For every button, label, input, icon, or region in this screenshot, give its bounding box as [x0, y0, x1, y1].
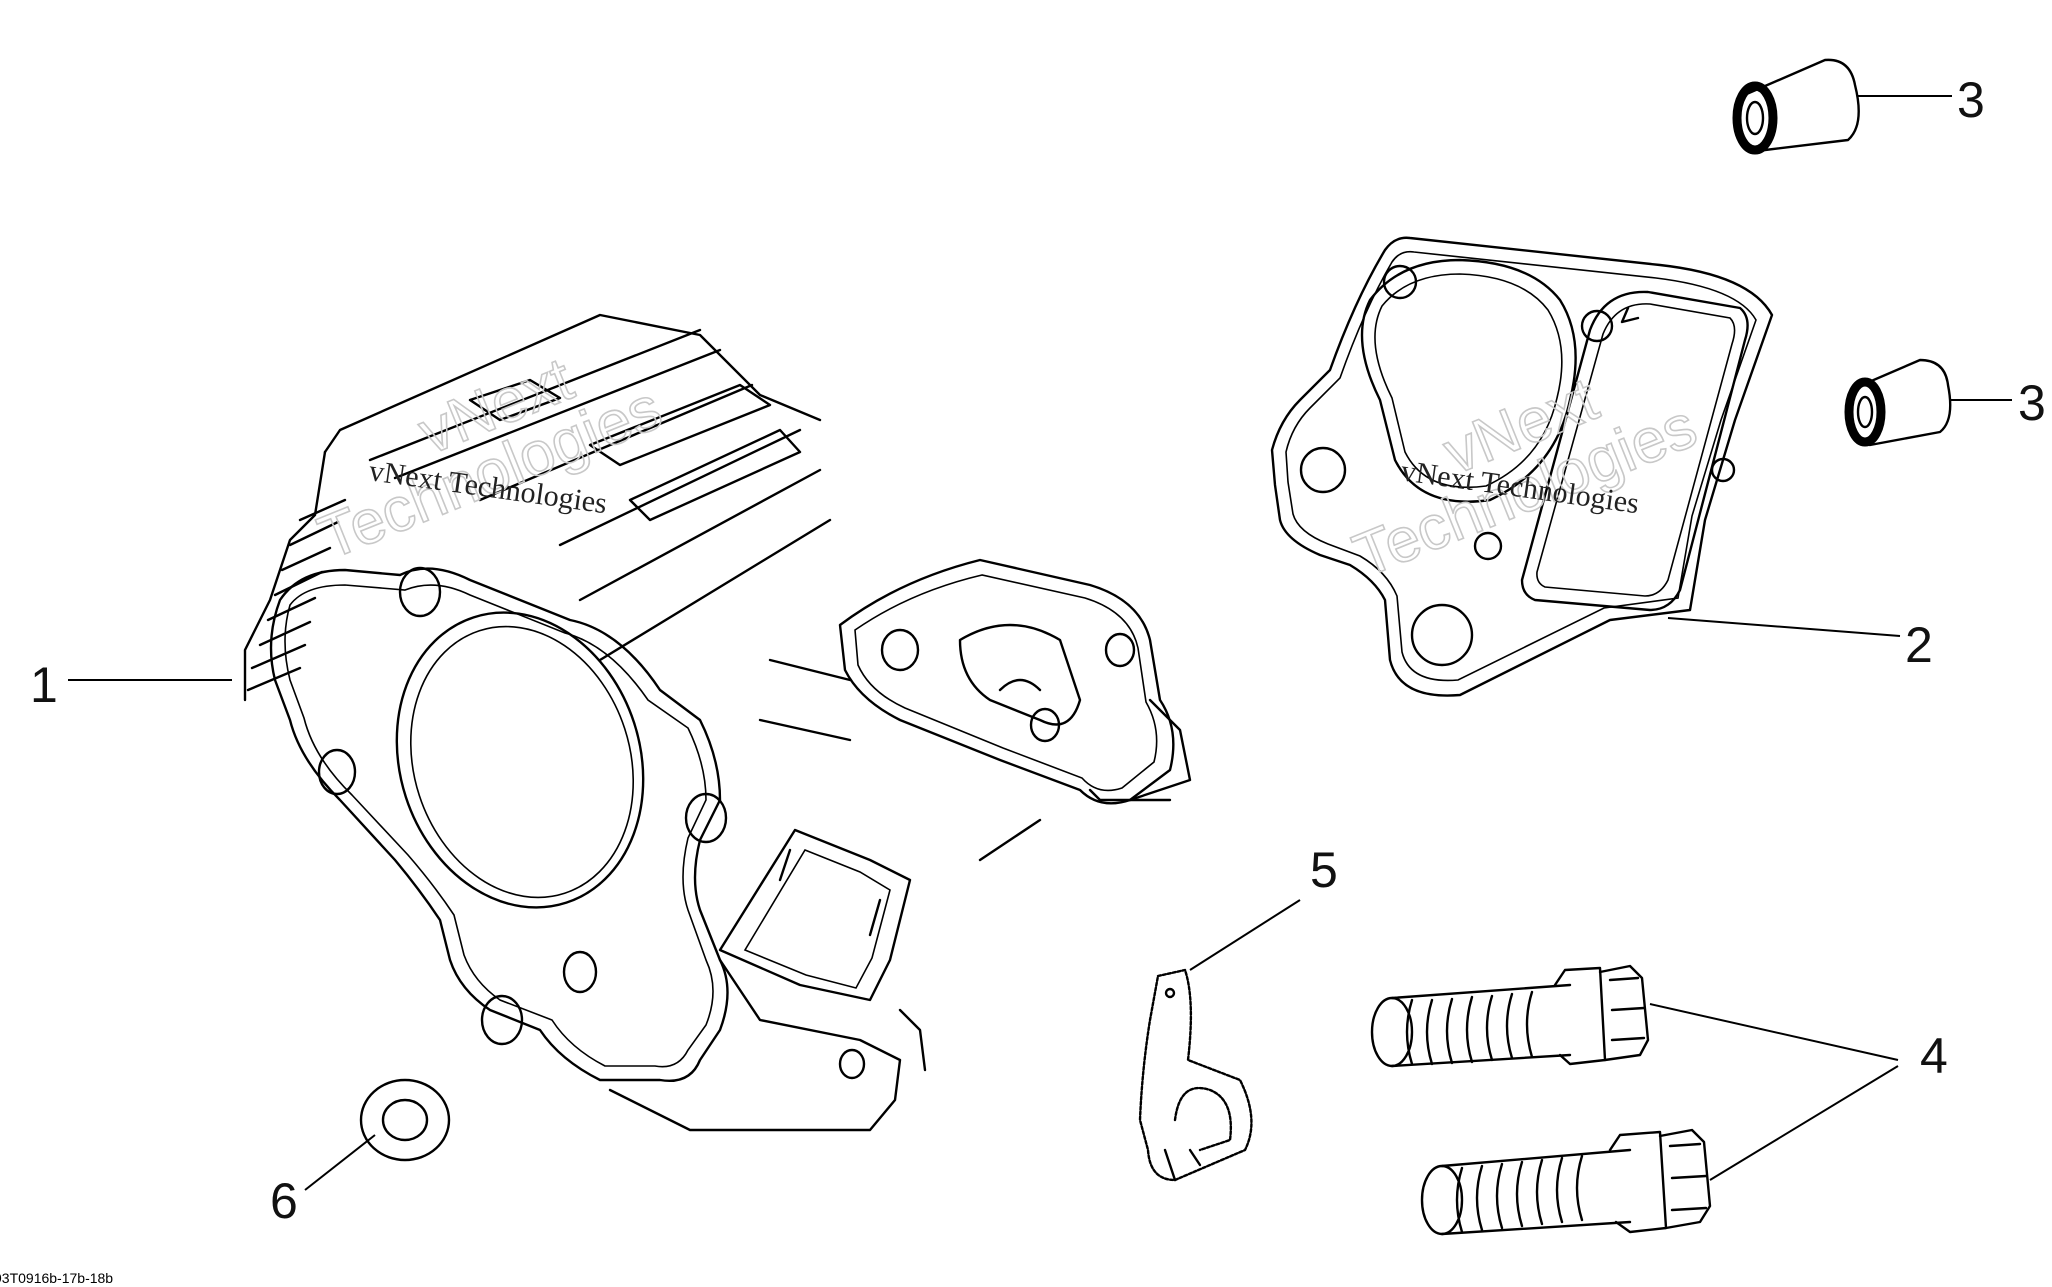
part-4-bolt-lower: [1420, 1128, 1712, 1236]
callout-3-upper: 3: [1957, 72, 1985, 128]
callout-3-lower: 3: [2018, 375, 2046, 431]
callout-6: 6: [270, 1173, 298, 1229]
callout-5: 5: [1310, 842, 1338, 898]
part-3-dowel-pin-upper: [1732, 58, 1860, 155]
part-2-head-gasket: [1270, 236, 1774, 697]
part-6-washer: [359, 1078, 451, 1162]
callout-4: 4: [1920, 1028, 1948, 1084]
callout-1: 1: [30, 657, 58, 713]
watermark-left: Technologies vNext vNext Technologies: [309, 344, 672, 574]
part-4-bolt-upper: [1370, 964, 1650, 1068]
watermark-right: Technologies vNext vNext Technologies: [1344, 364, 1707, 592]
callout-2: 2: [1905, 617, 1933, 673]
callout-numbers: 1 2 3 3 4 5 6: [30, 72, 2046, 1229]
part-5-hose-clamp: [1138, 968, 1253, 1182]
drawing-code: 93T0916b-17b-18b: [0, 1270, 113, 1286]
part-1-cylinder: [243, 313, 1192, 1132]
leader-lines: [68, 95, 2012, 1191]
part-3-dowel-pin-lower: [1844, 358, 1952, 447]
